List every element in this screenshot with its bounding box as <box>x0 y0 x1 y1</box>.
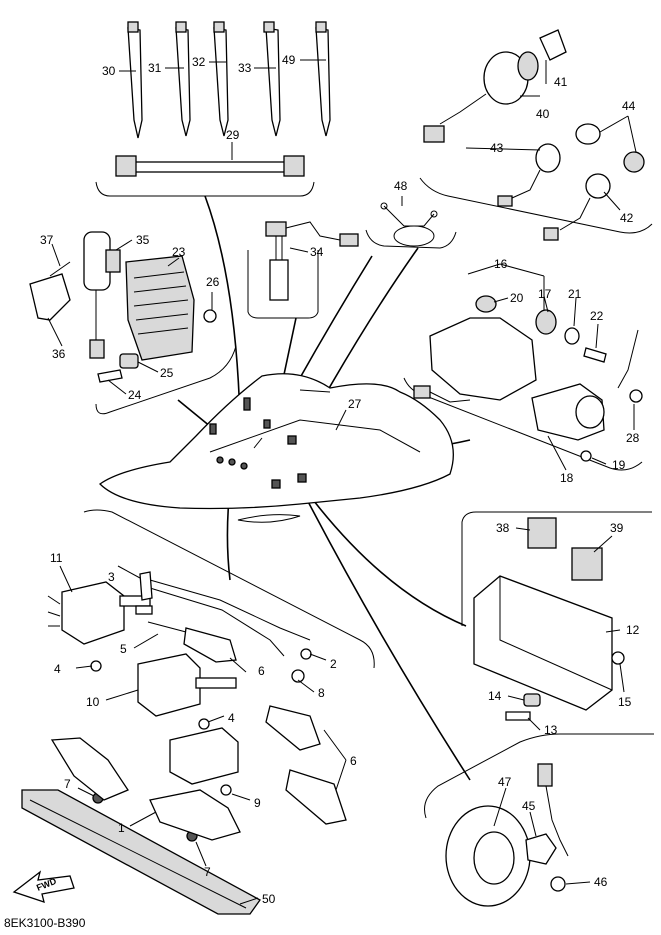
diagram-code: 8EK3100-B390 <box>4 916 86 930</box>
callout-10: 10 <box>86 695 100 709</box>
fwd-arrow: FWD <box>12 870 75 903</box>
callout-37: 37 <box>40 233 54 247</box>
callout-43: 43 <box>490 141 504 155</box>
callout-21: 21 <box>568 287 582 301</box>
callout-39: 39 <box>610 521 624 535</box>
callout-2: 2 <box>330 657 337 671</box>
callout-32: 32 <box>192 55 206 69</box>
callout-9: 9 <box>254 796 261 810</box>
flywheel-pickup-group <box>445 763 569 907</box>
callout-17: 17 <box>538 287 552 301</box>
callout-leaders <box>47 59 637 905</box>
callout-5: 5 <box>120 642 127 656</box>
callout-44: 44 <box>622 99 636 113</box>
callout-31: 31 <box>148 61 162 75</box>
group-brackets <box>83 177 654 819</box>
cable-clamps <box>115 21 331 177</box>
callout-23: 23 <box>172 245 186 259</box>
callout-6a: 6 <box>258 664 265 678</box>
main-switch-assembly <box>423 29 645 241</box>
callout-7b: 7 <box>204 865 211 879</box>
callout-14: 14 <box>488 689 502 703</box>
left-electrical-group <box>29 231 217 383</box>
callout-27: 27 <box>348 397 362 411</box>
cdi-unit-group <box>473 517 625 721</box>
callout-50: 50 <box>262 892 276 906</box>
callout-30: 30 <box>102 64 116 78</box>
callout-22: 22 <box>590 309 604 323</box>
callout-15: 15 <box>618 695 632 709</box>
callout-7a: 7 <box>64 777 71 791</box>
callout-34: 34 <box>310 245 324 259</box>
callout-46: 46 <box>594 875 608 889</box>
callout-11: 11 <box>50 551 63 565</box>
sensor-34 <box>265 221 359 301</box>
callout-33: 33 <box>238 61 252 75</box>
callout-45: 45 <box>522 799 536 813</box>
callout-42: 42 <box>620 211 634 225</box>
callout-1: 1 <box>118 821 125 835</box>
callout-20: 20 <box>510 291 524 305</box>
callout-19: 19 <box>612 458 626 472</box>
wire-clip-48 <box>380 202 438 247</box>
ignition-coils <box>21 571 347 915</box>
callout-48: 48 <box>394 179 408 193</box>
callout-29: 29 <box>226 128 240 142</box>
callout-16: 16 <box>494 257 508 271</box>
callout-25: 25 <box>160 366 174 380</box>
callout-24: 24 <box>128 388 142 402</box>
callout-8: 8 <box>318 686 325 700</box>
callout-28: 28 <box>626 431 640 445</box>
callout-4a: 4 <box>54 662 61 676</box>
snowmobile-frame <box>98 373 454 523</box>
callout-18: 18 <box>560 471 574 485</box>
callout-36: 36 <box>52 347 66 361</box>
callout-41: 41 <box>554 75 568 89</box>
callout-38: 38 <box>496 521 510 535</box>
callout-labels: 1 2 3 4 4 5 6 6 7 7 8 9 10 11 12 13 14 1… <box>40 53 640 906</box>
callout-4b: 4 <box>228 711 235 725</box>
callout-13: 13 <box>544 723 558 737</box>
callout-12: 12 <box>626 623 640 637</box>
callout-6b: 6 <box>350 754 357 768</box>
callout-47: 47 <box>498 775 512 789</box>
callout-26: 26 <box>206 275 220 289</box>
callout-35: 35 <box>136 233 150 247</box>
callout-3: 3 <box>108 570 115 584</box>
callout-40: 40 <box>536 107 550 121</box>
callout-49: 49 <box>282 53 296 67</box>
right-actuator-assembly <box>413 295 643 462</box>
